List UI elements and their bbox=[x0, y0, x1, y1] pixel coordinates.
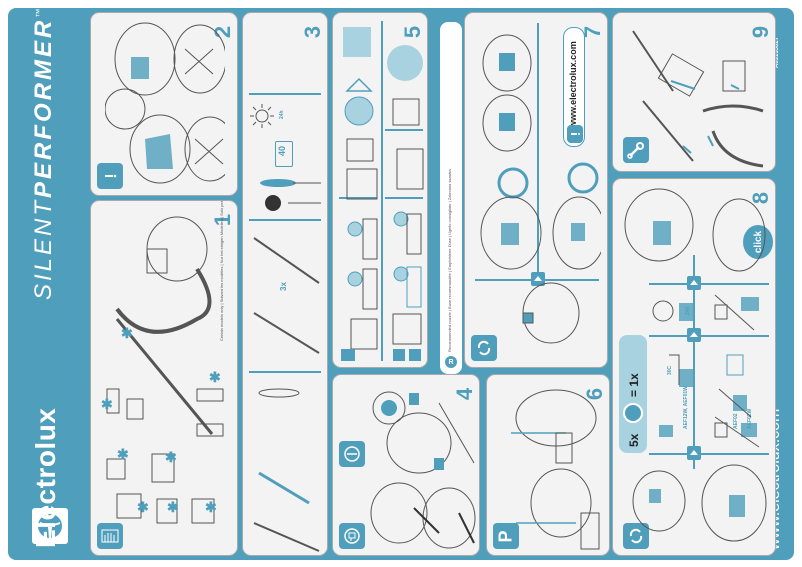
parking-icon: P bbox=[493, 523, 519, 549]
panel-4-power: 4 bbox=[332, 374, 480, 556]
filter-ratio-box: 5x = 1x bbox=[619, 335, 647, 453]
divider bbox=[649, 453, 769, 455]
dry-time-label: 24h bbox=[279, 110, 285, 119]
recommended-nozzle-strip: Recommended nozzle | Buse recommandée | … bbox=[440, 22, 462, 374]
plug-icon bbox=[339, 523, 365, 549]
optional-asterisk: ✱ bbox=[165, 449, 177, 465]
trademark: ™ bbox=[34, 5, 44, 18]
panel-5-nozzle-usage: 5 bbox=[332, 12, 428, 368]
divider bbox=[649, 335, 769, 337]
dustbag-illustration bbox=[480, 34, 601, 344]
brand-strip: Electrolux SILENTPERFORMER™ bbox=[8, 6, 90, 560]
panel-2-filter-check: 2 bbox=[90, 12, 238, 196]
filter-replacement-illustration bbox=[624, 188, 767, 542]
electrolux-logo-icon bbox=[32, 508, 68, 544]
power-illustration bbox=[370, 391, 476, 549]
product-name: SILENTPERFORMER™ bbox=[30, 6, 58, 300]
product-suffix: PERFORMER bbox=[30, 17, 57, 198]
next-step-arrow bbox=[687, 446, 701, 460]
optional-asterisk: ✱ bbox=[137, 499, 149, 515]
divider bbox=[385, 197, 423, 199]
panel-6-parking: 6 P bbox=[486, 374, 610, 556]
next-step-arrow bbox=[687, 276, 701, 290]
panel-3-hose-cleaning: 3 24h 40 3x bbox=[242, 12, 328, 556]
power-icon bbox=[339, 441, 365, 467]
divider bbox=[381, 21, 383, 361]
recommended-nozzle-note: Recommended nozzle | Buse recommandée | … bbox=[447, 169, 452, 352]
divider bbox=[537, 23, 539, 273]
recommended-badge: R bbox=[445, 356, 457, 368]
optional-asterisk: ✱ bbox=[205, 499, 217, 515]
hose-cleaning-illustration bbox=[253, 237, 320, 552]
vacuum-assembly-illustration bbox=[106, 216, 224, 524]
replace-icon bbox=[623, 523, 649, 549]
panel-1-accessories: 1 Certain models only | Suivant les modè… bbox=[90, 200, 238, 556]
divider bbox=[649, 283, 769, 285]
sun-icon bbox=[250, 104, 274, 128]
divider bbox=[249, 93, 321, 95]
brand-name: Electrolux bbox=[30, 407, 61, 548]
wrench-icon bbox=[623, 137, 649, 163]
website-pill: www.electrolux.com bbox=[563, 27, 585, 147]
optional-asterisk: ✱ bbox=[101, 396, 113, 412]
wash-temperature-icon: 40 bbox=[275, 141, 293, 167]
product-prefix: SILENT bbox=[30, 197, 57, 300]
divider bbox=[385, 129, 423, 131]
maintenance-illustration bbox=[632, 30, 764, 168]
optional-asterisk: ✱ bbox=[117, 446, 129, 462]
instruction-sheet: Electrolux SILENTPERFORMER™ www.electrol… bbox=[8, 6, 794, 560]
filter-illustration bbox=[105, 22, 225, 184]
nozzle-illustrations bbox=[341, 27, 424, 361]
next-step-arrow bbox=[687, 328, 701, 342]
dustbag-cycle-icon bbox=[623, 403, 643, 423]
accessories-icon bbox=[97, 523, 123, 549]
divider bbox=[693, 255, 695, 469]
divider bbox=[339, 197, 377, 199]
optional-asterisk: ✱ bbox=[121, 325, 133, 341]
panel-number: 3 bbox=[299, 25, 325, 39]
warning-icon bbox=[97, 163, 123, 189]
next-step-arrow bbox=[531, 272, 545, 286]
optional-asterisk: ✱ bbox=[209, 369, 221, 385]
info-icon bbox=[567, 125, 583, 143]
wash-temperature-value: 40 bbox=[277, 145, 288, 157]
panel-8-filter-replacement: 8 5x = 1x AEF12W, AEF01W AEF02 AEF02W 30… bbox=[612, 178, 776, 556]
brush-cleaning-illustration bbox=[260, 179, 321, 211]
parking-illustration bbox=[511, 389, 600, 550]
replace-icon bbox=[471, 335, 497, 361]
panel-9-maintenance: 9 bbox=[612, 12, 776, 172]
optional-asterisk: ✱ bbox=[167, 499, 179, 515]
divider bbox=[249, 371, 321, 373]
panel-7-dustbag: 7 www.electrolux.com bbox=[464, 12, 608, 368]
divider bbox=[249, 219, 321, 221]
